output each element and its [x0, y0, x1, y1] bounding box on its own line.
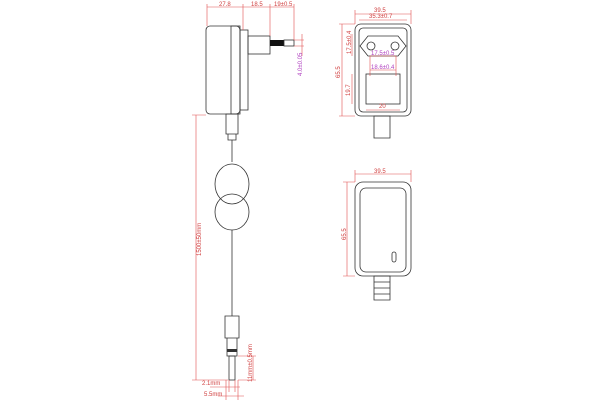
- dim-cable-length: 1500±50mm: [197, 223, 203, 256]
- dim-plug-length: 18.5: [251, 2, 263, 8]
- back-view: 39.5 65.5: [342, 169, 412, 301]
- dim-body-depth: 27.8: [219, 2, 231, 8]
- dim-label-height: 19.7: [346, 84, 352, 96]
- dim-pin-length: 19±0.5: [274, 2, 293, 8]
- dim-inner-diameter: 2.1mm: [202, 381, 220, 387]
- dim-height-back: 65.5: [342, 228, 348, 240]
- dim-pin-spacing: 17.5±0.5: [371, 51, 395, 57]
- dim-barrel-length: 11mm±0.5mm: [248, 344, 254, 382]
- front-view: 39.5 35.3±0.7 17.5±0.4 17.5±0.5 18.6±0.4…: [336, 8, 412, 139]
- dim-width-inner: 35.3±0.7: [369, 14, 393, 20]
- dim-width-top: 39.5: [374, 8, 386, 14]
- side-view: 27.8 18.5 19±0.5 4.0±0.05 1500±50mm 2.1m…: [192, 2, 304, 400]
- dim-width-back: 39.5: [374, 169, 386, 175]
- dim-outer-diameter: 5.5mm: [204, 392, 222, 398]
- dim-pin-span: 18.6±0.4: [371, 65, 395, 71]
- dim-pin-diameter: 4.0±0.05: [298, 52, 304, 76]
- dim-label-width: 20: [379, 104, 386, 110]
- dim-height-side: 65.5: [336, 66, 342, 78]
- dim-pin-offset: 17.5±0.4: [347, 30, 353, 54]
